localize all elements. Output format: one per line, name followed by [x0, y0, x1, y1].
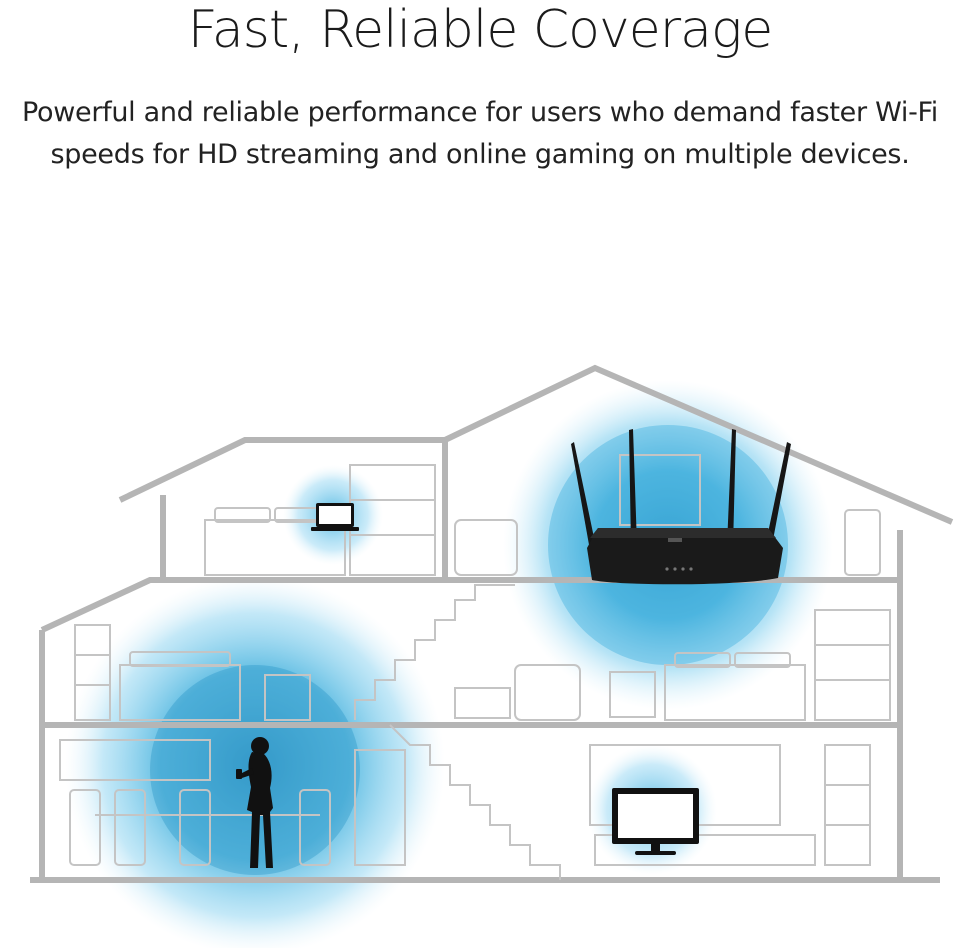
router-icon — [571, 429, 791, 585]
person-with-phone-icon — [236, 737, 273, 868]
tv-icon — [612, 788, 699, 855]
page-title: Fast, Reliable Coverage — [187, 0, 773, 60]
laptop-icon — [311, 503, 359, 531]
subtitle-line-2: speeds for HD streaming and online gamin… — [50, 139, 910, 170]
page-subtitle: Powerful and reliable performance for us… — [0, 92, 960, 176]
subtitle-line-1: Powerful and reliable performance for us… — [21, 97, 938, 128]
